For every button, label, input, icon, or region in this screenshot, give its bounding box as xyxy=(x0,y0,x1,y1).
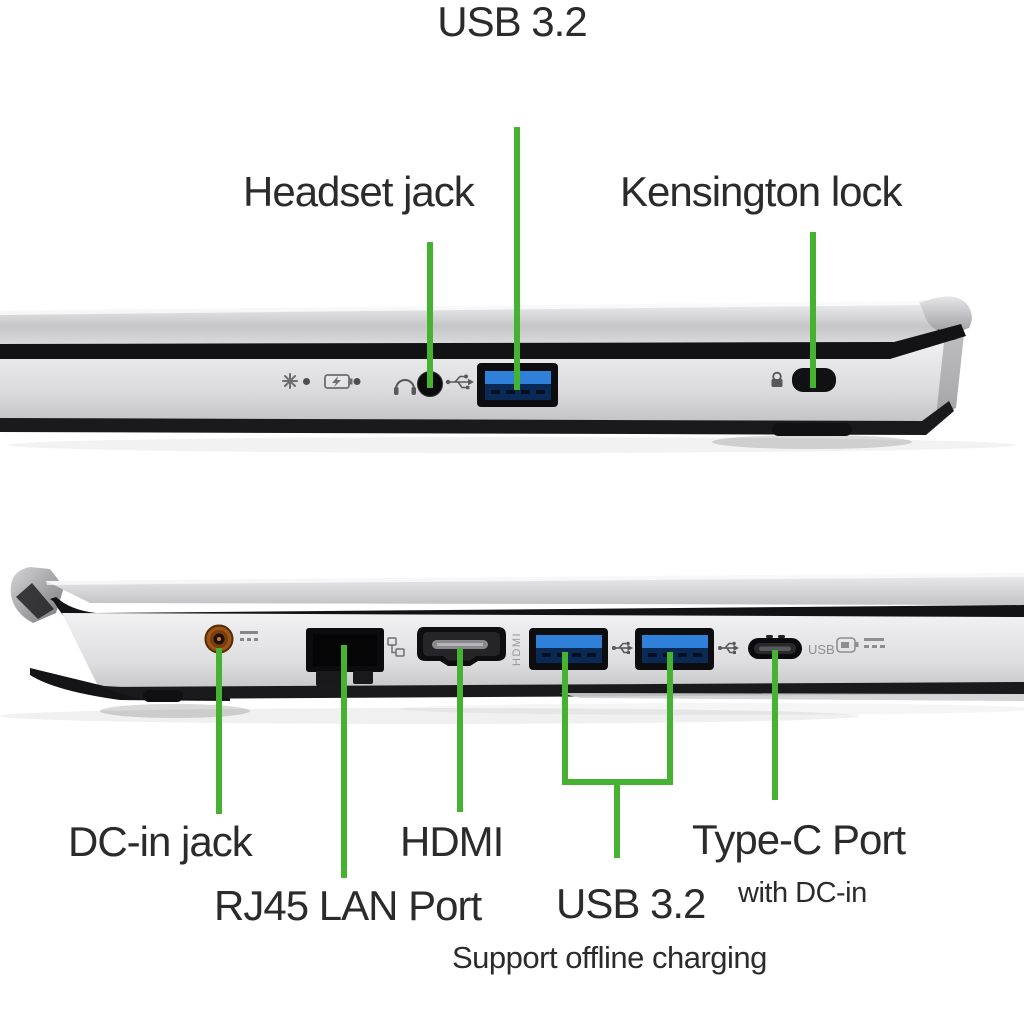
lid-highlight xyxy=(46,573,1024,585)
lid-highlight xyxy=(0,301,920,315)
leader-line-hdmi xyxy=(457,648,463,812)
bottom-sliver xyxy=(560,693,1024,701)
leader-bracket-usb xyxy=(562,779,673,785)
power-indicator-icon xyxy=(282,373,298,389)
shadow-foot xyxy=(100,704,250,718)
usb-type-c-port xyxy=(748,635,802,659)
hdmi-embossed-marking: HDMI xyxy=(511,632,523,666)
label-kensington-lock: Kensington lock xyxy=(620,168,903,215)
label-usb-note: Support offline charging xyxy=(452,940,767,975)
label-usb-top: USB 3.2 xyxy=(437,0,587,45)
usb-icon xyxy=(718,641,739,654)
base-right-facet xyxy=(936,334,964,417)
label-headset-jack: Headset jack xyxy=(243,168,475,215)
usb-icon xyxy=(612,641,633,654)
label-type-c-note: with DC-in xyxy=(738,877,867,909)
laptop-left-side-illustration: HDMI xyxy=(0,567,1024,724)
shadow xyxy=(7,437,1017,453)
leader-line-usb1 xyxy=(562,652,568,783)
ethernet-icon xyxy=(387,637,405,657)
label-dc-in-jack: DC-in jack xyxy=(68,818,253,865)
label-rj45-lan-port: RJ45 LAN Port xyxy=(214,882,482,929)
usb-dc-logo: USB xyxy=(808,637,885,657)
leader-line-dc-in xyxy=(216,648,222,814)
headset-icon xyxy=(394,379,416,395)
shadow xyxy=(0,708,860,724)
leader-line-headset xyxy=(427,242,433,388)
leader-stem-usb xyxy=(614,785,620,858)
leader-line-rj45 xyxy=(341,645,347,878)
battery-led xyxy=(353,378,361,385)
rubber-foot xyxy=(772,423,852,436)
usb-icon xyxy=(445,374,474,390)
leader-line-usb2 xyxy=(667,652,673,783)
usb-logo-text: USB xyxy=(808,642,835,657)
shadow-right xyxy=(400,703,1024,715)
lid-base-gap xyxy=(0,324,966,359)
hinge-crevice xyxy=(16,583,54,619)
battery-indicator-icon xyxy=(324,374,353,389)
usb-a-port-2 xyxy=(635,628,714,670)
leader-line-type-c xyxy=(772,650,778,800)
dc-in-icon xyxy=(240,631,258,641)
shadow-foot xyxy=(712,435,912,449)
label-usb-bottom: USB 3.2 xyxy=(556,880,706,927)
hdmi-port xyxy=(417,627,506,666)
label-hdmi: HDMI xyxy=(400,818,504,865)
leader-line-usb-top xyxy=(514,127,520,390)
dc-in-jack xyxy=(204,624,234,654)
usb-a-port-1 xyxy=(529,628,608,670)
base-bottom-edge xyxy=(0,401,954,435)
rubber-foot xyxy=(143,690,183,702)
power-led xyxy=(303,378,310,385)
leader-line-kensington xyxy=(810,232,816,388)
label-type-c-port: Type-C Port xyxy=(692,816,906,863)
kensington-lock-icon xyxy=(771,371,783,387)
laptop-right-side-illustration xyxy=(0,296,1017,453)
lid-base-gap xyxy=(50,597,1024,619)
